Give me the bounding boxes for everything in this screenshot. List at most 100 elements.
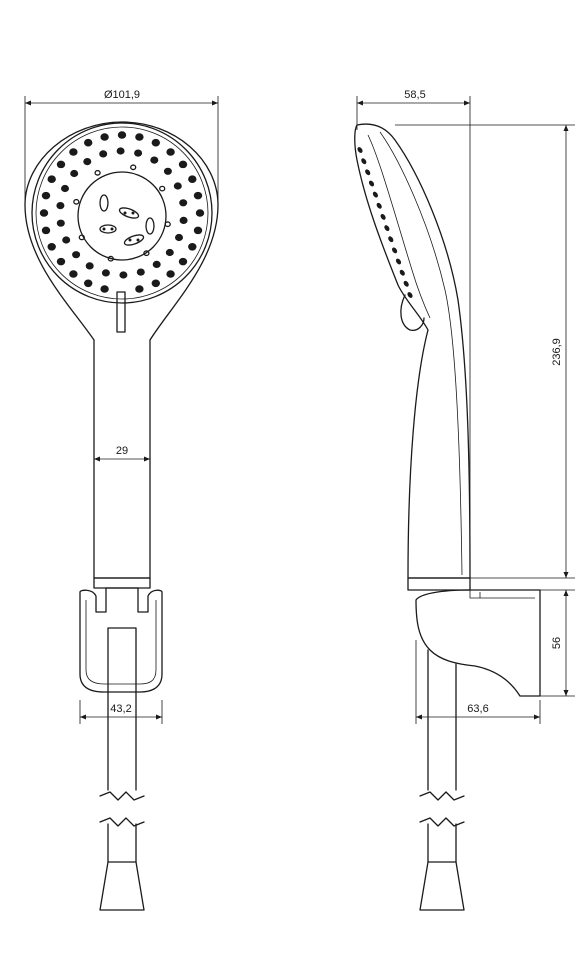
nozzle (135, 285, 144, 293)
nozzle (41, 226, 51, 235)
front-view (24, 121, 219, 911)
side-hose-nut (419, 861, 465, 911)
front-holder-inner (85, 600, 157, 685)
front-face-inner-ring (35, 126, 209, 300)
side-wall-holder (415, 589, 541, 697)
side-head-rim-line (379, 131, 463, 576)
side-nozzle (399, 269, 405, 276)
nozzle (166, 270, 175, 278)
nozzle (61, 184, 69, 193)
front-dimensions: Ø101,9 29 43,2 (24, 89, 219, 724)
nozzle (193, 191, 203, 200)
nozzle (159, 185, 166, 192)
side-nozzle (395, 258, 402, 265)
nozzle (85, 262, 94, 270)
nozzle (101, 269, 110, 277)
dim-holder-width-front: 43,2 (110, 703, 131, 715)
side-nozzle (380, 213, 386, 220)
front-hose (107, 627, 137, 791)
front-face-outer-ring (31, 122, 213, 304)
side-hose (427, 649, 457, 791)
front-handle-collar (93, 577, 151, 589)
nozzle (62, 236, 71, 244)
nozzle (84, 279, 93, 288)
nozzle (56, 160, 66, 169)
dim-head-diameter: Ø101,9 (104, 89, 140, 101)
nozzle (56, 202, 65, 210)
nozzle (78, 234, 85, 241)
nozzle (41, 191, 51, 200)
nozzle (69, 148, 78, 156)
side-hose-break-bottom (419, 817, 465, 827)
side-nozzle (365, 169, 371, 176)
nozzle (164, 221, 171, 228)
nozzle (188, 243, 197, 251)
front-hose-break-bottom (99, 817, 145, 827)
nozzle (143, 250, 150, 257)
spray-nozzles (39, 131, 205, 293)
nozzle (179, 199, 188, 207)
nozzle (178, 160, 188, 169)
mode-selector-lever (116, 291, 126, 333)
side-nozzle (376, 202, 382, 209)
nozzle (135, 133, 144, 141)
nozzle (39, 209, 49, 217)
nozzle (136, 268, 145, 276)
nozzle (195, 209, 205, 217)
nozzle (134, 149, 143, 157)
side-nozzle (368, 180, 375, 187)
nozzle (116, 147, 125, 155)
nozzle (107, 255, 114, 262)
side-head-profile (354, 123, 471, 579)
side-nozzle (403, 280, 409, 287)
dim-holder-depth: 63,6 (467, 703, 488, 715)
side-spray-nozzles (357, 147, 413, 298)
dim-holder-height: 56 (551, 637, 563, 649)
front-head-outline (24, 121, 219, 579)
nozzle (175, 233, 183, 242)
nozzle (151, 138, 160, 147)
nozzle (179, 216, 188, 224)
front-hose-lower (107, 823, 137, 863)
side-nozzle (357, 147, 363, 153)
side-nozzle (407, 292, 413, 298)
nozzle (165, 248, 174, 257)
side-view (354, 123, 541, 911)
front-center-ring (77, 171, 167, 261)
nozzle (72, 251, 81, 259)
nozzle (173, 182, 182, 190)
nozzle (152, 260, 161, 268)
nozzle (47, 243, 56, 251)
dim-side-depth: 58,5 (404, 89, 425, 101)
side-hose-break-top (419, 791, 465, 801)
nozzle (100, 285, 109, 293)
side-hose-lower (427, 823, 457, 863)
nozzle (84, 138, 93, 147)
nozzle (193, 226, 203, 235)
side-nozzle (388, 236, 394, 243)
nozzle (56, 219, 65, 227)
nozzle (117, 131, 127, 139)
dim-total-height: 236,9 (551, 338, 563, 366)
nozzle (56, 257, 66, 266)
nozzle (94, 169, 101, 176)
nozzle (166, 148, 175, 156)
nozzle (83, 158, 92, 166)
side-nozzle (361, 158, 367, 165)
front-wall-holder (79, 587, 163, 693)
nozzle (150, 156, 159, 164)
nozzle (47, 175, 56, 183)
side-nozzle (392, 247, 398, 254)
nozzle (130, 164, 137, 171)
side-head-face-line (367, 134, 431, 319)
center-massage-jets (99, 194, 155, 246)
nozzle (151, 279, 160, 288)
side-selector-lever (400, 294, 425, 331)
nozzle (69, 270, 78, 278)
side-holder-inner (469, 590, 535, 599)
nozzle (100, 133, 109, 141)
side-nozzle (384, 225, 390, 232)
nozzle (163, 167, 172, 175)
nozzle (99, 150, 108, 158)
